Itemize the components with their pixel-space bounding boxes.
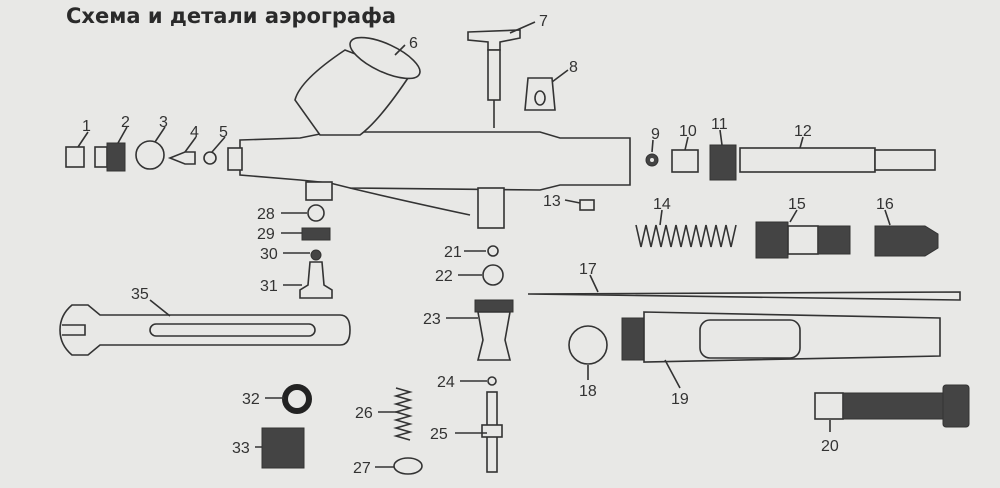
label-15: 15 — [788, 196, 806, 213]
label-11: 11 — [711, 116, 728, 133]
label-1: 1 — [82, 118, 91, 135]
label-9: 9 — [651, 126, 660, 143]
bottom-valve-parts — [261, 204, 333, 469]
label-27: 27 — [353, 460, 371, 477]
front-parts — [65, 140, 217, 172]
label-16: 16 — [876, 196, 894, 213]
label-10: 10 — [679, 123, 697, 140]
part-number-labels: 1 2 3 4 5 6 7 8 9 10 11 12 13 14 15 16 1… — [82, 13, 894, 477]
label-25: 25 — [430, 426, 448, 443]
label-2: 2 — [121, 114, 130, 131]
rear-parts — [527, 144, 961, 301]
label-33: 33 — [232, 440, 250, 457]
label-13: 13 — [543, 193, 561, 210]
label-23: 23 — [423, 311, 441, 328]
label-35: 35 — [131, 286, 149, 303]
label-24: 24 — [437, 374, 455, 391]
label-22: 22 — [435, 268, 453, 285]
diagram-title: Схема и детали аэрографа — [66, 4, 397, 28]
label-26: 26 — [355, 405, 373, 422]
wrench — [59, 304, 351, 356]
label-4: 4 — [190, 124, 199, 141]
airbrush-body — [227, 36, 631, 229]
handle-parts — [568, 311, 970, 428]
label-30: 30 — [260, 246, 278, 263]
label-21: 21 — [444, 244, 462, 261]
label-14: 14 — [653, 196, 671, 213]
label-17: 17 — [579, 261, 597, 278]
label-5: 5 — [219, 124, 228, 141]
label-20: 20 — [821, 438, 839, 455]
label-7: 7 — [539, 13, 548, 30]
label-18: 18 — [579, 383, 597, 400]
label-29: 29 — [257, 226, 275, 243]
top-parts — [467, 29, 556, 128]
label-31: 31 — [260, 278, 278, 295]
label-32: 32 — [242, 391, 260, 408]
label-19: 19 — [671, 391, 689, 408]
label-6: 6 — [409, 35, 418, 52]
label-8: 8 — [569, 59, 578, 76]
valve-parts — [393, 245, 514, 475]
leader-lines — [77, 21, 891, 468]
label-12: 12 — [794, 123, 812, 140]
label-3: 3 — [159, 114, 168, 131]
label-28: 28 — [257, 206, 275, 223]
